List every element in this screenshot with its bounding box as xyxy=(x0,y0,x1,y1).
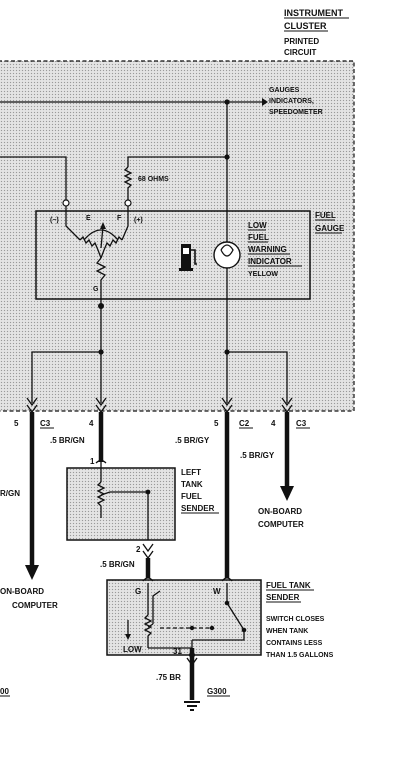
wire-br-gn-top: .5 BR/GN xyxy=(50,436,85,445)
junction-dot xyxy=(98,303,104,309)
ground-left-partial: 00 xyxy=(0,687,9,696)
tank-sender-title-1: FUEL TANK xyxy=(266,581,311,590)
tank-sender-note-3: CONTAINS LESS xyxy=(266,640,323,647)
wire-br-ground: .75 BR xyxy=(156,673,181,682)
gauges-note-2: INDICATORS, xyxy=(269,98,314,105)
terminal-minus xyxy=(62,199,70,207)
warning-line-1: LOW xyxy=(248,221,267,230)
junction-dot xyxy=(189,652,195,658)
wire-br-gy-top: .5 BR/GY xyxy=(175,436,210,445)
connector-right-name: C3 xyxy=(296,419,307,428)
left-sender-line-3: FUEL xyxy=(181,492,202,501)
tank-sender-note-4: THAN 1.5 GALLONS xyxy=(266,652,334,659)
wire-br-gn-mid: .5 BR/GN xyxy=(100,560,135,569)
connector-pin-31 xyxy=(186,657,198,667)
onboard-left-1: ON-BOARD xyxy=(0,587,44,596)
warning-line-4: INDICATOR xyxy=(248,257,292,266)
ground-symbol xyxy=(184,701,200,711)
junction-dot xyxy=(145,489,151,495)
onboard-right-1: ON-BOARD xyxy=(258,507,302,516)
left-sender-line-1: LEFT xyxy=(181,468,201,477)
warning-line-3: WARNING xyxy=(248,245,287,254)
tank-sender-w: W xyxy=(213,587,221,596)
wire-br-gy-right: .5 BR/GY xyxy=(240,451,275,460)
switch-contact xyxy=(224,600,230,606)
cluster-title-1: INSTRUMENT xyxy=(284,8,343,18)
left-sender-line-4: SENDER xyxy=(181,504,215,513)
arrow-to-onboard-left xyxy=(25,565,39,580)
wire-left-partial: R/GN xyxy=(0,489,20,498)
connector-left-name: C3 xyxy=(40,419,51,428)
fuel-tank-sender-box xyxy=(106,579,262,656)
left-sender-pin-top: 1 xyxy=(90,457,95,466)
arrow-to-onboard-right xyxy=(280,486,294,501)
left-sender-connector-top xyxy=(95,459,107,464)
warning-lamp-icon xyxy=(213,211,241,299)
connector-pin-2 xyxy=(142,543,154,560)
left-sender-box xyxy=(66,467,176,541)
gauges-note-3: SPEEDOMETER xyxy=(269,109,323,116)
term-g-label: G xyxy=(93,286,99,293)
tank-sender-connector-g xyxy=(142,577,154,582)
tank-sender-g: G xyxy=(135,587,141,596)
left-sender-pin-bottom: 2 xyxy=(136,545,141,554)
gauges-note-1: GAUGES xyxy=(269,87,300,94)
tank-sender-note-2: WHEN TANK xyxy=(266,628,308,635)
connector-mid-pin: 4 xyxy=(89,419,94,428)
junction-dot xyxy=(209,625,215,631)
onboard-left-2: COMPUTER xyxy=(12,601,58,610)
connector-right-pin: 4 xyxy=(271,419,276,428)
fuel-gauge-label-2: GAUGE xyxy=(315,224,345,233)
resistor-label: 68 OHMS xyxy=(138,176,169,183)
connector-c2-pin: 5 xyxy=(214,419,219,428)
term-plus-label: (+) xyxy=(134,217,143,224)
term-f-label: F xyxy=(117,215,122,222)
terminal-plus xyxy=(124,199,132,207)
tank-sender-title-2: SENDER xyxy=(266,593,300,602)
ground-label: G300 xyxy=(207,687,227,696)
printed-circuit-area xyxy=(0,61,354,411)
cluster-sub-1: PRINTED xyxy=(284,37,319,46)
cluster-title-2: CLUSTER xyxy=(284,21,327,31)
term-minus-label: (−) xyxy=(50,217,59,224)
cluster-sub-2: CIRCUIT xyxy=(284,48,317,57)
fuel-gauge-box xyxy=(35,210,311,300)
left-sender-resistor xyxy=(96,481,106,518)
tank-sender-low: LOW xyxy=(123,645,142,654)
connector-c2-name: C2 xyxy=(239,419,250,428)
junction-dot xyxy=(98,349,104,355)
resistor-68-ohms xyxy=(123,166,133,200)
left-sender-line-2: TANK xyxy=(181,480,203,489)
fuel-pump-icon xyxy=(179,244,197,271)
tank-sender-note-1: SWITCH CLOSES xyxy=(266,616,325,623)
warning-color: YELLOW xyxy=(248,271,278,278)
fuel-gauge-label-1: FUEL xyxy=(315,211,336,220)
tank-sender-resistor xyxy=(143,614,153,648)
low-arrow xyxy=(125,634,131,640)
tank-sender-connector-w xyxy=(221,577,233,582)
junction-dot xyxy=(189,625,195,631)
gauge-coil-mechanism xyxy=(65,206,129,293)
term-e-label: E xyxy=(86,215,91,222)
arrow-to-gauges xyxy=(262,98,268,106)
tank-sender-pin-31: 31 xyxy=(173,647,182,656)
connector-left-pin: 5 xyxy=(14,419,19,428)
warning-line-2: FUEL xyxy=(248,233,269,242)
onboard-right-2: COMPUTER xyxy=(258,520,304,529)
